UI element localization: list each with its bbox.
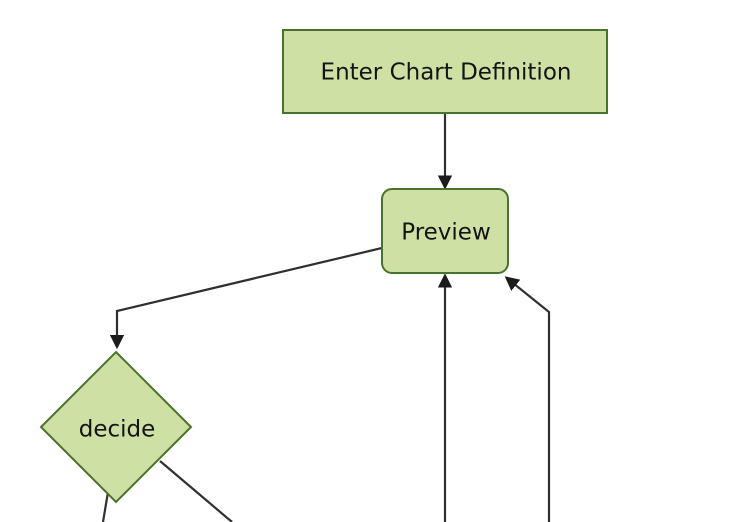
node-enter-chart-definition: Enter Chart Definition: [282, 29, 608, 114]
edge-decide-to-offscreen-bottom-left: [101, 491, 110, 522]
edge-bottom-offscreen-to-preview-right: [504, 276, 551, 522]
node-preview: Preview: [381, 188, 509, 274]
edge-decide-to-offscreen-bottom-right: [159, 460, 233, 522]
node-preview-shape: [381, 188, 509, 274]
edge-preview-to-decide: [109, 246, 383, 350]
node-decide: decide: [39, 350, 193, 504]
node-decide-shape: [39, 350, 193, 504]
node-preview-label: Preview: [401, 220, 491, 246]
node-decide-label: decide: [79, 417, 156, 443]
node-enter-chart-definition-shape: [282, 29, 608, 114]
node-enter-chart-definition-label: Enter Chart Definition: [321, 60, 572, 86]
